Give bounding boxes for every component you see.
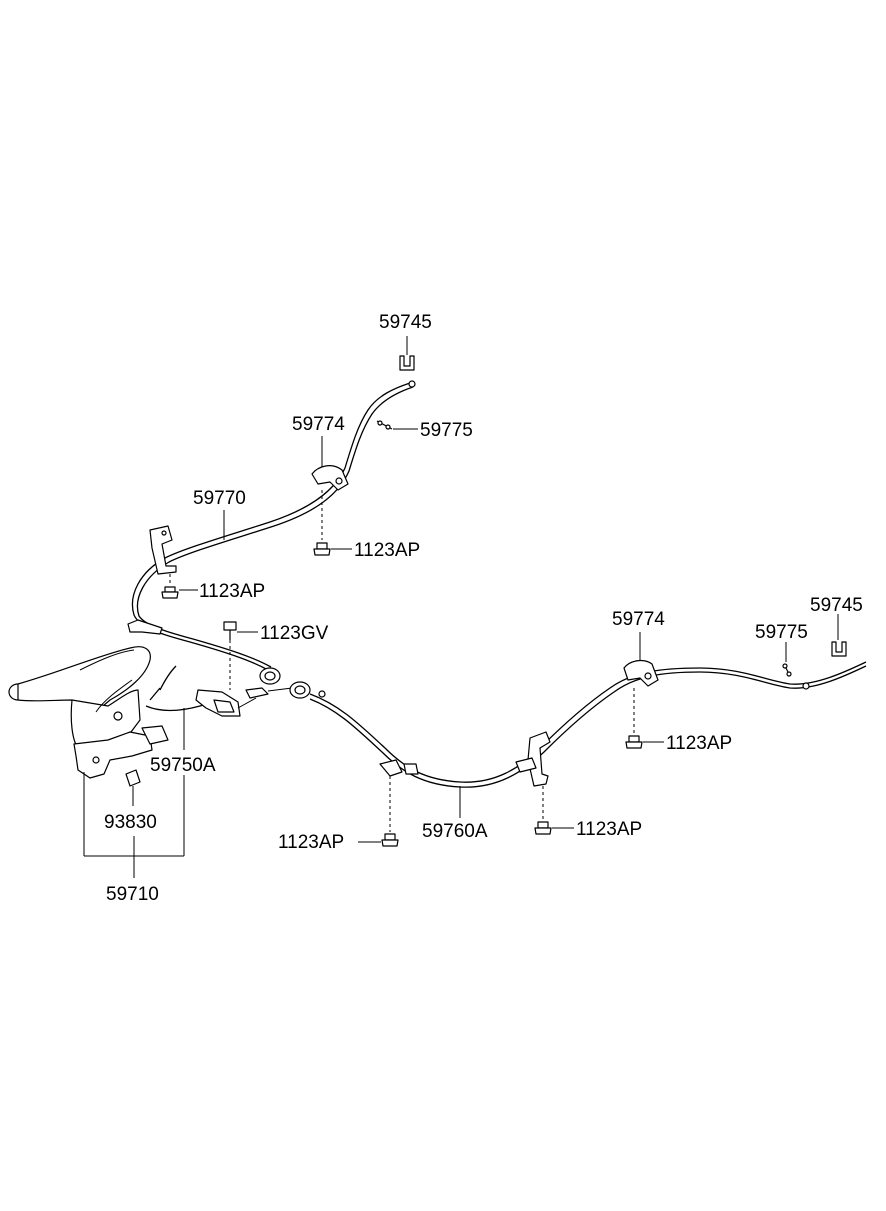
bolt-1123gv [223,621,258,690]
label-59775-lower: 59775 [755,622,808,643]
label-59775-upper: 59775 [420,420,473,441]
cable-59770 [131,380,416,671]
switch-59750a [183,689,257,750]
pin-59775-lower [782,642,792,677]
label-59710: 59710 [106,884,159,905]
label-59750a: 59750A [150,755,216,776]
label-1123ap-lower-middle: 1123AP [576,819,642,840]
cable-clamp-left [127,619,163,635]
label-59745-upper: 59745 [379,312,432,333]
label-59760a: 59760A [422,821,488,842]
label-1123gv: 1123GV [260,623,329,644]
label-1123ap-upper-left: 1123AP [199,581,265,602]
clip-59745-lower [831,614,847,657]
label-59774-upper: 59774 [292,414,345,435]
label-59774-lower: 59774 [612,609,665,630]
clamp-middle-left [358,759,419,847]
equalizer [245,667,326,699]
bracket-upper-left [149,525,198,599]
leader-59710 [83,772,185,878]
label-59770: 59770 [193,488,246,509]
pin-59775-upper [376,420,418,430]
label-59745-lower: 59745 [810,595,863,616]
label-1123ap-lower-right: 1123AP [666,733,732,754]
label-93830: 93830 [104,812,157,833]
label-1123ap-lower-left: 1123AP [278,832,344,853]
bracket-59774-upper [311,436,349,491]
bracket-middle-right [515,731,574,835]
parking-brake-lever [8,646,215,779]
bolt-1123ap-upper [313,490,352,556]
label-1123ap-upper-right: 1123AP [354,540,420,561]
bracket-59774-lower [623,632,664,749]
cable-59760a [309,661,867,788]
clip-93830 [125,769,141,806]
clip-59745-upper [399,336,415,371]
